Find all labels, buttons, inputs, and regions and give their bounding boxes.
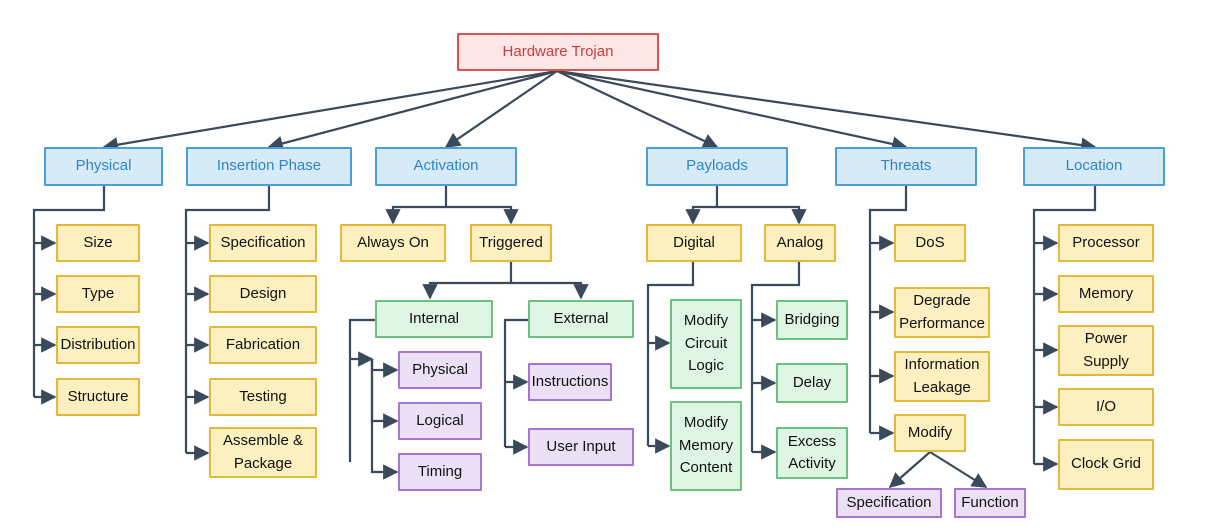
category-activation: Activation (375, 147, 517, 186)
category-payloads: Payloads (646, 147, 788, 186)
threat-item-dos: DoS (894, 224, 966, 262)
category-physical: Physical (44, 147, 163, 186)
location-item-power-supply: Power Supply (1058, 325, 1154, 376)
physical-item-distribution: Distribution (56, 326, 140, 364)
edge-physical-trunk (32, 186, 106, 397)
modify-item-function: Function (954, 488, 1026, 518)
digital-item-modify-circuit-logic: Modify Circuit Logic (670, 299, 742, 389)
trigger-internal: Internal (375, 300, 493, 338)
insertion-item-specification: Specification (209, 224, 317, 262)
external-item-user-input: User Input (528, 428, 634, 466)
modify-item-specification: Specification (836, 488, 942, 518)
insertion-item-design: Design (209, 275, 317, 313)
threat-item-modify: Modify (894, 414, 966, 452)
insertion-item-fabrication: Fabrication (209, 326, 317, 364)
location-item-memory: Memory (1058, 275, 1154, 313)
threat-item-degrade-performance: Degrade Performance (894, 287, 990, 338)
physical-item-size: Size (56, 224, 140, 262)
category-location: Location (1023, 147, 1165, 186)
threat-item-information-leakage: Information Leakage (894, 351, 990, 402)
internal-item-logical: Logical (398, 402, 482, 440)
activation-always-on: Always On (340, 224, 446, 262)
trigger-external: External (528, 300, 634, 338)
payload-analog: Analog (764, 224, 836, 262)
digital-item-modify-memory-content: Modify Memory Content (670, 401, 742, 491)
edge-insertion-trunk (184, 186, 271, 453)
internal-item-timing: Timing (398, 453, 482, 491)
insertion-item-assemble-package: Assemble & Package (209, 427, 317, 478)
external-item-instructions: Instructions (528, 363, 612, 401)
location-item-clock-grid: Clock Grid (1058, 439, 1154, 490)
insertion-item-testing: Testing (209, 378, 317, 416)
edge-root-location (556, 69, 1097, 153)
internal-item-physical: Physical (398, 351, 482, 389)
edge-root-threats (556, 69, 908, 152)
edge-root-physical (102, 69, 558, 153)
analog-item-excess-activity: Excess Activity (776, 427, 848, 479)
location-item-processor: Processor (1058, 224, 1154, 262)
edge-root-insertion (267, 69, 558, 151)
payload-digital: Digital (646, 224, 742, 262)
category-insertion-phase: Insertion Phase (186, 147, 352, 186)
activation-triggered: Triggered (470, 224, 552, 262)
edge-root-activation (444, 70, 558, 148)
analog-item-bridging: Bridging (776, 300, 848, 340)
physical-item-structure: Structure (56, 378, 140, 416)
category-threats: Threats (835, 147, 977, 186)
physical-item-type: Type (56, 275, 140, 313)
edge-root-payloads (556, 70, 719, 149)
analog-item-delay: Delay (776, 363, 848, 403)
location-item-io: I/O (1058, 388, 1154, 426)
root-node: Hardware Trojan (457, 33, 659, 71)
